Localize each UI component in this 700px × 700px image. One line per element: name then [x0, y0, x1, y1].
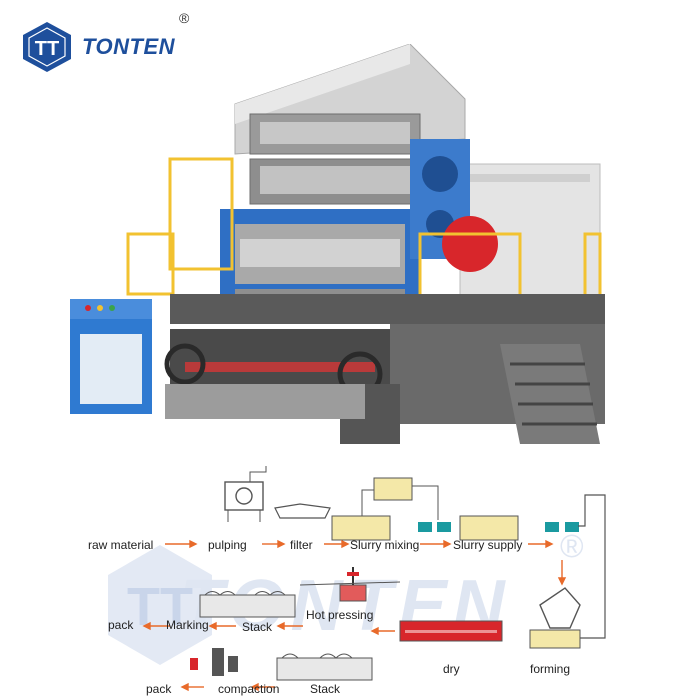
slurry-mixing-tank-icon [331, 515, 391, 541]
label-raw-material: raw material [88, 538, 154, 552]
label-slurry-supply: Slurry supply [453, 538, 523, 552]
brand-registered-mark: ® [179, 10, 190, 26]
pulper-icon [224, 466, 267, 522]
watermark-logo-icon: TT [108, 545, 212, 665]
brand-logo-glyph: TT [35, 38, 59, 60]
pump-icon [565, 522, 579, 532]
label-stack-1: Stack [242, 620, 273, 634]
label-filter: filter [290, 538, 313, 552]
label-hot-pressing: Hot pressing [306, 608, 374, 622]
process-flow-diagram [142, 466, 606, 692]
egg-tray-machine-illustration [70, 44, 605, 444]
label-forming: forming [530, 662, 571, 676]
label-compaction: compaction [218, 682, 280, 696]
hot-press-icon [299, 567, 401, 602]
forming-machine-icon [529, 587, 581, 649]
label-stack-2: Stack [310, 682, 341, 696]
pump-icon [545, 522, 559, 532]
pump-icon [418, 522, 432, 532]
stack-conveyor-icon [199, 591, 296, 618]
stack-conveyor-icon [276, 653, 373, 681]
filter-icon [274, 503, 331, 519]
label-pack-1: pack [108, 618, 134, 632]
label-pulping: pulping [208, 538, 247, 552]
watermark-logo-glyph: TT [127, 577, 193, 637]
slurry-supply-tank-icon [459, 515, 519, 541]
brand-name: TONTEN [82, 34, 176, 59]
label-dry: dry [443, 662, 460, 676]
label-pack-2: pack [146, 682, 172, 696]
label-marking: Marking [166, 618, 209, 632]
label-slurry-mixing: Slurry mixing [350, 538, 420, 552]
brand-logo-icon: TT [23, 22, 71, 72]
watermark-registered-mark: ® [560, 528, 584, 564]
compaction-icon [190, 648, 238, 676]
overhead-tank-icon [373, 477, 413, 501]
pump-icon [437, 522, 451, 532]
